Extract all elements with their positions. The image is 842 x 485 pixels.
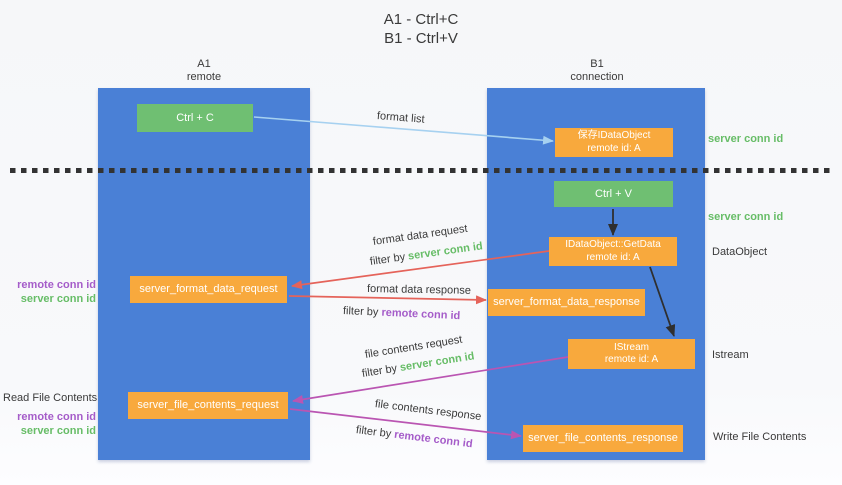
ctrl-c-node: Ctrl + C [137,104,253,132]
format-data-response-arrow [288,295,487,305]
istream-node: IStream remote id: A [568,339,695,369]
title-line-a1: A1 - Ctrl+C [383,11,459,28]
idataobject-getdata-node: IDataObject::GetData remote id: A [549,237,677,266]
title-line-b1: B1 - Ctrl+V [384,30,458,47]
remote-conn-id-filter-2: remote conn id [393,428,474,451]
format-list-label: format list [376,110,426,126]
format-data-response-label: format data response [366,283,472,297]
istream-annotation: Istream [712,349,749,361]
column-a-role: remote [186,71,222,83]
filter-by-remote-conn-id-label-1: filter by remote conn id [343,305,461,322]
diagram-title: A1 - Ctrl+C B1 - Ctrl+V [0,10,842,48]
remote-conn-id-annotation-1: remote conn id [17,279,96,291]
filter-by-text-2: filter by [342,305,382,319]
remote-conn-id-filter-1: remote conn id [381,306,461,323]
server-file-contents-request-label: server_file_contents_request [137,399,279,411]
istream-line2: remote id: A [604,354,659,365]
column-b-role: connection [570,71,624,83]
read-file-contents-annotation: Read File Contents [3,392,98,404]
ctrl-v-label: Ctrl + V [595,187,632,200]
ctrl-c-label: Ctrl + C [176,111,214,124]
filter-by-remote-conn-id-label-2: filter by remote conn id [355,424,473,450]
column-b-header: B1 connection [537,58,657,84]
filter-by-text-3: filter by [361,362,401,380]
column-a-header: A1 remote [144,58,264,84]
server-format-data-request-label: server_format_data_request [139,283,278,295]
filter-by-text-4: filter by [355,424,395,441]
column-a-name: A1 [197,58,211,70]
left-conn-id-annotation-bottom: remote conn id server conn id [3,410,96,438]
server-format-data-response-node: server_format_data_response [488,289,645,316]
column-b-name: B1 [590,58,604,70]
server-file-contents-response-label: server_file_contents_response [528,432,678,444]
dataobject-annotation: DataObject [712,246,768,258]
save-idataobject-node: 保存IDataObject remote id: A [555,128,673,157]
server-conn-id-annotation-1: server conn id [20,293,96,305]
istream-line1: IStream [613,341,649,353]
server-file-contents-request-node: server_file_contents_request [128,392,288,419]
server-conn-id-filter-1: server conn id [407,240,484,263]
server-conn-id-annotation-2: server conn id [20,425,96,437]
idataobject-getdata-line2: remote id: A [586,251,640,263]
save-idataobject-line2: remote id: A [587,142,641,154]
idataobject-getdata-line1: IDataObject::GetData [565,239,661,250]
filter-by-text-1: filter by [369,250,409,268]
write-file-contents-annotation: Write File Contents [713,431,807,443]
server-conn-id-annotation-mid: server conn id [708,211,784,223]
file-contents-response-label: file contents response [374,398,482,423]
server-format-data-request-node: server_format_data_request [130,276,287,303]
server-format-data-response-label: server_format_data_response [493,296,640,308]
server-conn-id-annotation-top: server conn id [708,133,784,145]
save-idataobject-line1: 保存IDataObject [577,130,651,141]
left-conn-id-annotation-top: remote conn id server conn id [3,278,96,306]
server-file-contents-response-node: server_file_contents_response [523,425,683,452]
remote-conn-id-annotation-2: remote conn id [17,411,96,423]
ctrl-v-node: Ctrl + V [554,181,673,207]
